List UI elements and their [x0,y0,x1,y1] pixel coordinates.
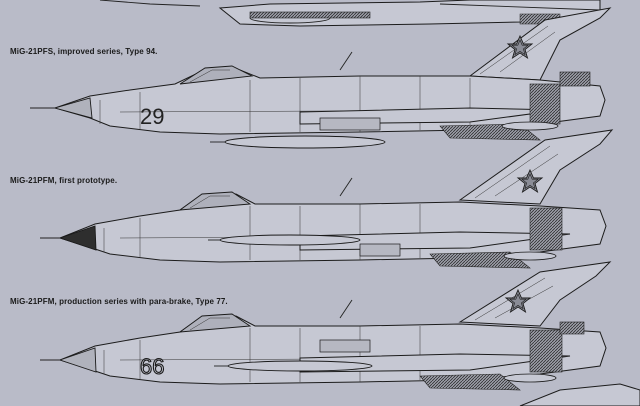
caption-mig21pfs: MiG-21PFS, improved series, Type 94. [10,47,158,56]
aircraft-mig21pfm-prototype [40,129,614,269]
aircraft-top-partial [99,0,601,27]
tactical-number-29: 29 [140,104,164,129]
tactical-number-66: 66 [140,354,164,379]
aircraft-mig21pfm-production: 66 [40,261,640,406]
aircraft-mig21pfs: 29 [30,7,612,149]
caption-mig21pfm-prototype: MiG-21PFM, first prototype. [10,176,118,185]
caption-mig21pfm-production: MiG-21PFM, production series with para-b… [10,297,228,306]
